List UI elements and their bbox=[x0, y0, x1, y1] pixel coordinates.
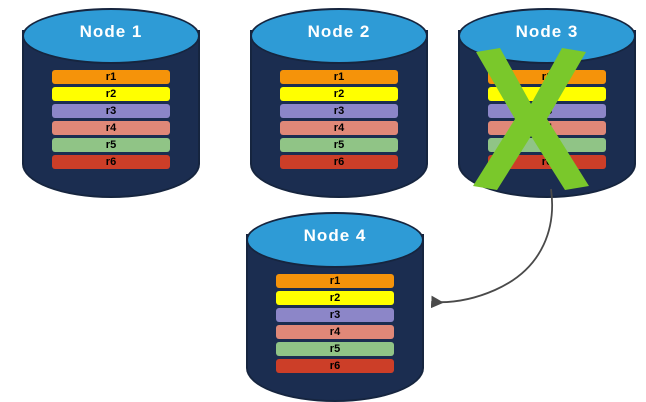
row-bar-r3[interactable]: r3 bbox=[276, 308, 394, 322]
row-bar-r2[interactable]: r2 bbox=[488, 87, 606, 101]
row-bar-r6[interactable]: r6 bbox=[488, 155, 606, 169]
node-2-rows: r1 r2 r3 r4 r5 r6 bbox=[280, 70, 398, 172]
node-3-rows: r1 r2 r3 r4 r5 r6 bbox=[488, 70, 606, 172]
row-bar-r2[interactable]: r2 bbox=[276, 291, 394, 305]
row-bar-r2[interactable]: r2 bbox=[52, 87, 170, 101]
node-4-rows: r1 r2 r3 r4 r5 r6 bbox=[276, 274, 394, 376]
row-bar-r3[interactable]: r3 bbox=[488, 104, 606, 118]
row-bar-r5[interactable]: r5 bbox=[276, 342, 394, 356]
node-3-top-ellipse bbox=[458, 8, 636, 64]
row-bar-r5[interactable]: r5 bbox=[280, 138, 398, 152]
row-bar-r4[interactable]: r4 bbox=[488, 121, 606, 135]
node-4-top-ellipse bbox=[246, 212, 424, 268]
row-bar-r4[interactable]: r4 bbox=[280, 121, 398, 135]
row-bar-r5[interactable]: r5 bbox=[52, 138, 170, 152]
row-bar-r6[interactable]: r6 bbox=[280, 155, 398, 169]
row-bar-r6[interactable]: r6 bbox=[276, 359, 394, 373]
node-1-top-ellipse bbox=[22, 8, 200, 64]
node-2-top-ellipse bbox=[250, 8, 428, 64]
row-bar-r3[interactable]: r3 bbox=[52, 104, 170, 118]
row-bar-r1[interactable]: r1 bbox=[280, 70, 398, 84]
node-1-rows: r1 r2 r3 r4 r5 r6 bbox=[52, 70, 170, 172]
row-bar-r1[interactable]: r1 bbox=[488, 70, 606, 84]
row-bar-r3[interactable]: r3 bbox=[280, 104, 398, 118]
row-bar-r2[interactable]: r2 bbox=[280, 87, 398, 101]
row-bar-r4[interactable]: r4 bbox=[276, 325, 394, 339]
row-bar-r1[interactable]: r1 bbox=[52, 70, 170, 84]
row-bar-r6[interactable]: r6 bbox=[52, 155, 170, 169]
row-bar-r5[interactable]: r5 bbox=[488, 138, 606, 152]
row-bar-r4[interactable]: r4 bbox=[52, 121, 170, 135]
row-bar-r1[interactable]: r1 bbox=[276, 274, 394, 288]
